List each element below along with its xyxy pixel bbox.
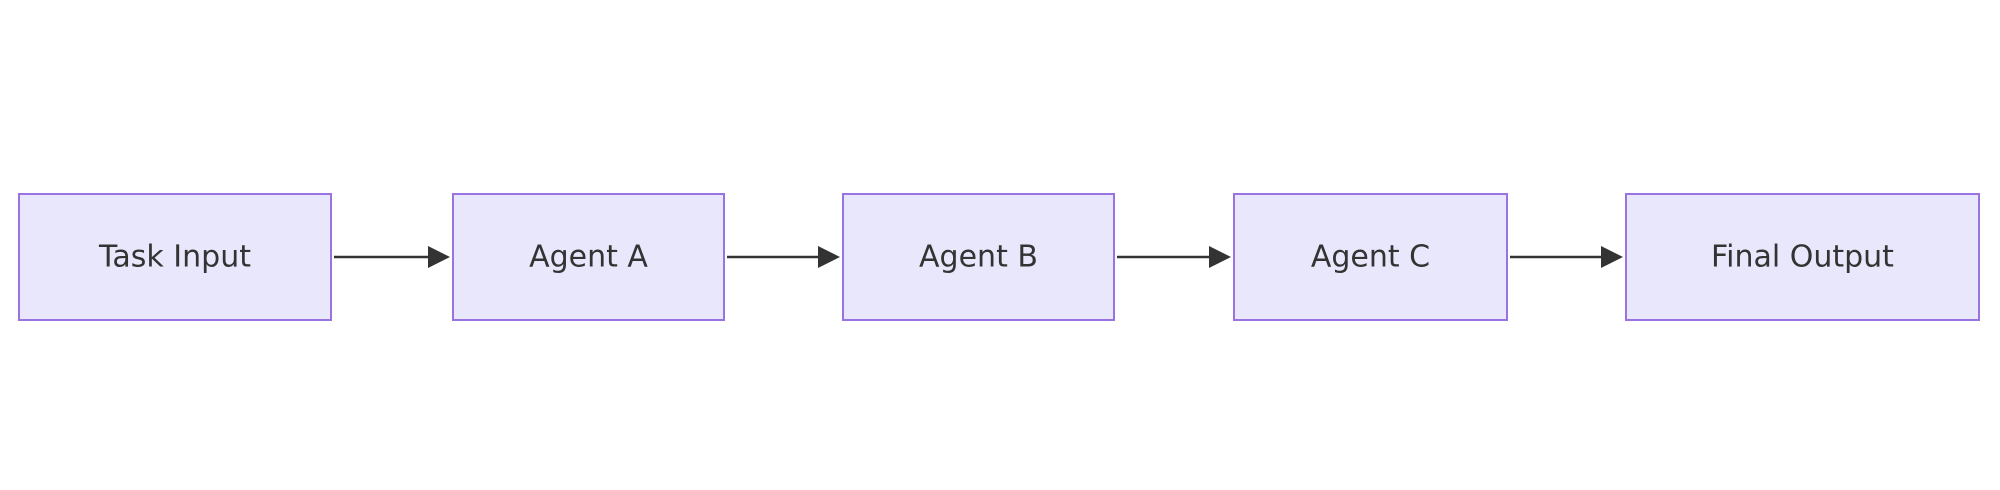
node-box[interactable] — [842, 193, 1115, 321]
node-box[interactable] — [1233, 193, 1508, 321]
edges-layer — [334, 246, 1623, 268]
arrowhead-icon — [428, 246, 450, 268]
edge-agent-c-to-final-output — [1510, 246, 1623, 268]
node-label: Agent C — [1311, 240, 1430, 275]
arrowhead-icon — [1209, 246, 1231, 268]
node-box[interactable] — [1625, 193, 1980, 321]
node-label: Agent A — [529, 240, 648, 275]
node-label: Task Input — [98, 240, 251, 275]
edge-agent-a-to-agent-b — [727, 246, 840, 268]
node-agent-b[interactable]: Agent B — [842, 193, 1115, 321]
edge-task-input-to-agent-a — [334, 246, 450, 268]
node-task-input[interactable]: Task Input — [18, 193, 332, 321]
node-agent-a[interactable]: Agent A — [452, 193, 725, 321]
nodes-layer: Task Input Agent A Agent B Agent C Final Out… — [18, 193, 1980, 321]
node-final-output[interactable]: Final Output — [1625, 193, 1980, 321]
node-box[interactable] — [18, 193, 332, 321]
edge-agent-b-to-agent-c — [1117, 246, 1231, 268]
arrowhead-icon — [1601, 246, 1623, 268]
arrowhead-icon — [818, 246, 840, 268]
node-label: Agent B — [919, 240, 1038, 275]
node-agent-c[interactable]: Agent C — [1233, 193, 1508, 321]
node-box[interactable] — [452, 193, 725, 321]
node-label: Final Output — [1711, 240, 1894, 275]
